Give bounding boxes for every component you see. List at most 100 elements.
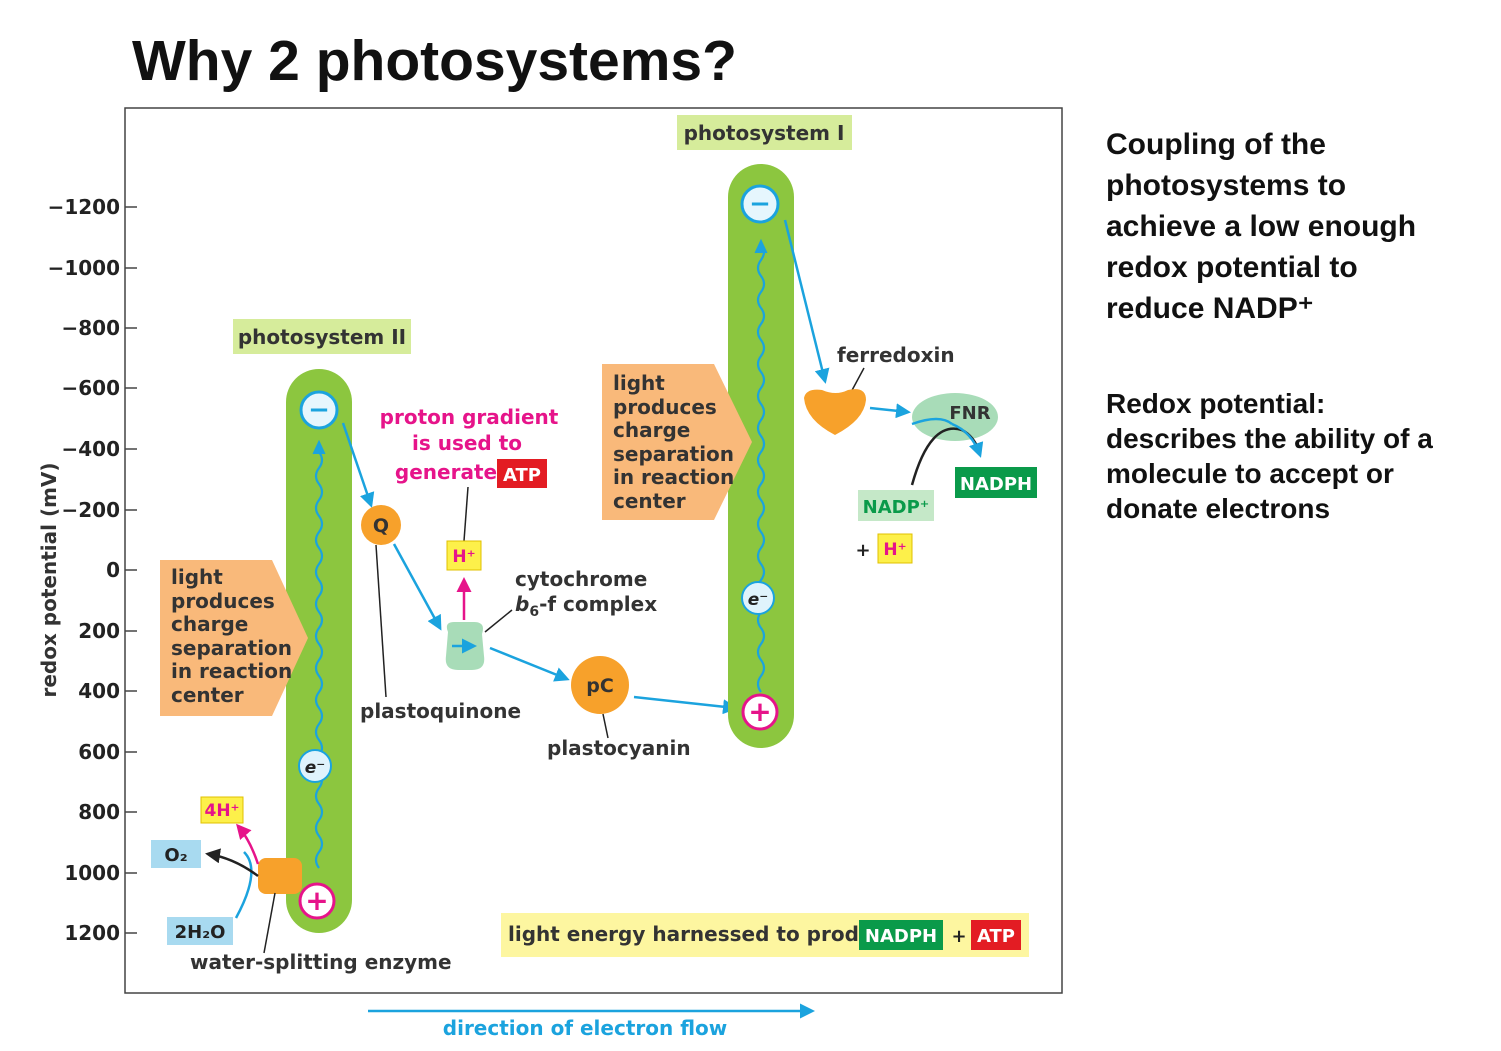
cytochrome-complex-label: b6-f complex [515, 592, 657, 620]
proton-gradient-line: generate [395, 460, 497, 484]
plus-sign: + [305, 884, 328, 917]
tick-label: −600 [61, 376, 120, 400]
coupling-line: Coupling of the [1106, 128, 1326, 161]
cytochrome-b: b [515, 592, 529, 616]
atp-label: ATP [503, 465, 541, 486]
plus-icon [298, 882, 336, 920]
arrow-text-line: center [613, 489, 686, 513]
tick-label: −1200 [48, 195, 120, 219]
direction-label: direction of electron flow [443, 1016, 727, 1040]
h-plus-label: H⁺ [452, 547, 475, 567]
plastocyanin-label: plastocyanin [547, 736, 691, 760]
tick-label: 200 [78, 619, 120, 643]
light-arrow-psii [160, 560, 308, 716]
water-splitting-enzyme-shape [258, 858, 302, 894]
coupling-text: Coupling of the photosystems to achieve … [1106, 124, 1496, 329]
atp-box [497, 459, 547, 488]
excitation-wave-psii [314, 451, 324, 869]
coupling-line: reduce NADP⁺ [1106, 292, 1314, 325]
o2-release-arrow [205, 848, 259, 878]
pc-label: pC [586, 675, 614, 697]
tick-label: −800 [61, 316, 120, 340]
arrow-text-line: produces [613, 395, 717, 419]
cytochrome-subscript: 6 [529, 604, 539, 620]
electron-flow-arrow [633, 695, 738, 715]
h-plus-label: H⁺ [883, 540, 906, 560]
arrow-text-line: separation [613, 442, 734, 466]
fnr-shape [912, 393, 998, 441]
plus-text: + [951, 926, 966, 947]
four-h-plus-label: 4H⁺ [204, 801, 239, 821]
arrow-text-line: light [613, 371, 665, 395]
tick-label: 800 [78, 800, 120, 824]
arrow-text-line: separation [171, 636, 292, 660]
water-arrow [234, 851, 253, 919]
electron-flow-arrow [489, 646, 570, 682]
definition-line: donate electrons [1106, 493, 1331, 524]
y-axis-label: redox potential (mV) [37, 462, 61, 697]
fnr-electron-arrow [911, 417, 953, 426]
tick-label: 1200 [64, 921, 120, 945]
tick-label: 600 [78, 740, 120, 764]
ferredoxin-shape [804, 389, 866, 435]
nadph-label: NADPH [960, 474, 1032, 495]
coupling-line: photosystems to [1106, 169, 1347, 202]
nadph-label: NADPH [865, 926, 937, 947]
nadp-plus-box [858, 490, 934, 521]
q-label: Q [373, 515, 389, 537]
plot-frame [124, 107, 1063, 994]
electron-flow-arrow [869, 403, 911, 419]
photosystem-ii-bar [286, 369, 352, 933]
atp-label: ATP [977, 926, 1015, 947]
tick-label: −200 [61, 498, 120, 522]
photosystem-i-label: photosystem I [684, 121, 845, 145]
o2-box [151, 840, 201, 868]
ferredoxin-label: ferredoxin [837, 343, 955, 367]
minus-icon [740, 184, 780, 224]
four-h-plus-box [200, 796, 244, 824]
y-axis: −1200 −1000 −800 −600 −400 −200 0 200 40… [48, 195, 137, 945]
arrow-text-line: light [171, 565, 223, 589]
two-h2o-label: 2H₂O [175, 922, 226, 943]
plus-sign: + [748, 695, 771, 728]
arrow-text-line: charge [613, 418, 690, 442]
arrow-text-line: in reaction [613, 465, 734, 489]
tick-label: 400 [78, 679, 120, 703]
light-arrow-psi [602, 364, 752, 520]
h-plus-box [877, 533, 913, 564]
electron-flow-arrow [783, 219, 830, 384]
coupling-line: redox potential to [1106, 251, 1358, 284]
arrow-text-line: produces [171, 589, 275, 613]
plus-text: + [855, 540, 870, 561]
proton-release-arrow [236, 823, 260, 865]
harnessed-label: light energy harnessed to produce [508, 922, 899, 946]
definition-line: describes the ability of a [1106, 423, 1433, 454]
coupling-line: achieve a low enough [1106, 210, 1417, 243]
minus-sign: − [308, 395, 330, 425]
plastoquinone-q [361, 505, 401, 545]
plus-icon [741, 693, 779, 731]
electron-icon [741, 581, 775, 615]
plastocyanin-pc [571, 656, 629, 714]
tick-label: 0 [106, 558, 120, 582]
photosystem-ii-label-box [233, 319, 411, 354]
plastoquinone-label: plastoquinone [360, 699, 521, 723]
photosystem-i-label-box [677, 115, 852, 150]
proton-gradient-line: proton gradient [380, 405, 559, 429]
page-title: Why 2 photosystems? [132, 29, 737, 93]
definition-line: Redox potential: [1106, 388, 1326, 419]
minus-sign: − [749, 189, 771, 219]
photosystem-ii-label: photosystem II [238, 325, 406, 349]
light-arrow-psii-text: light produces charge separation in reac… [171, 565, 292, 707]
tick-label: 1000 [64, 861, 120, 885]
nadp-plus-label: NADP⁺ [863, 497, 930, 518]
h-plus-box [446, 540, 482, 571]
redox-definition: Redox potential: describes the ability o… [1106, 386, 1496, 526]
definition-line: molecule to accept or [1106, 458, 1394, 489]
proton-gradient-text: proton gradient is used to generate [380, 405, 559, 484]
cytochrome-label: cytochrome [515, 567, 647, 591]
atp-box [971, 920, 1021, 950]
minus-icon [299, 390, 339, 430]
fnr-label: FNR [949, 403, 990, 424]
